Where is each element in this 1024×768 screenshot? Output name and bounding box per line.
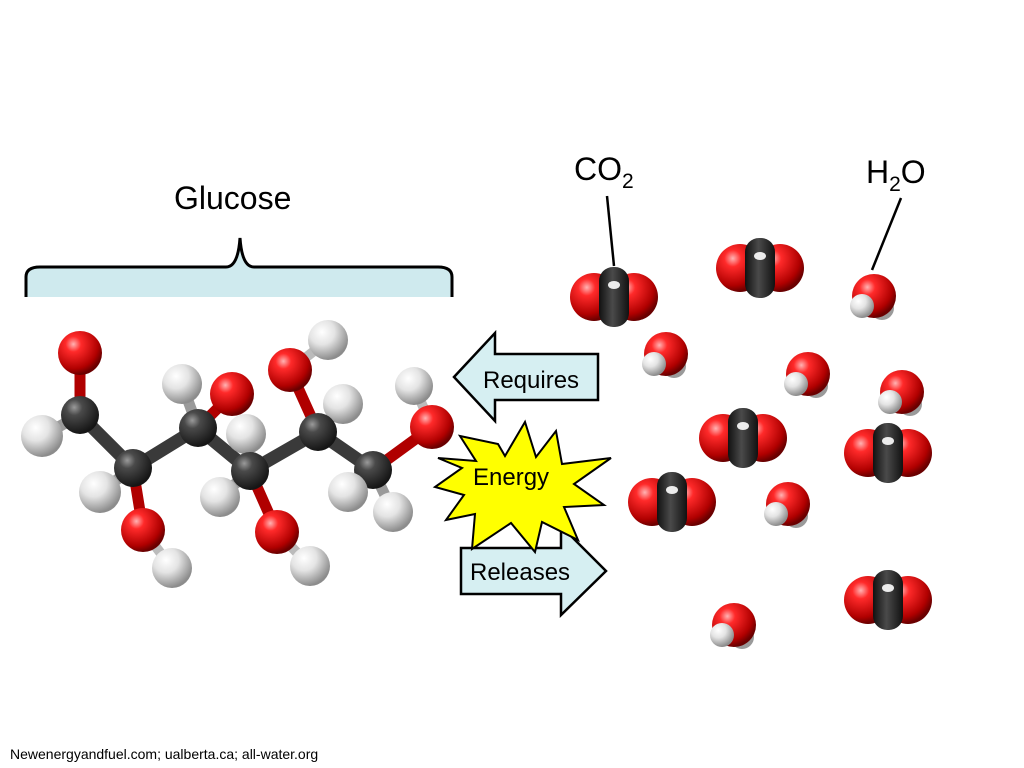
hydrogen-atom [21,415,63,457]
requires-label: Requires [483,367,580,394]
water-molecule [878,370,924,416]
oxygen-atom [255,510,299,554]
hydrogen-atom [323,384,363,424]
co2-molecule [570,267,658,327]
co2-molecule [844,423,932,483]
carbon-atom [599,267,629,327]
hydrogen-atom [710,623,734,647]
co2-molecules [570,238,932,630]
water-molecules [642,274,924,649]
carbon-atom [231,452,269,490]
oxygen-atom [410,405,454,449]
h2o-subscript: 2 [889,173,901,196]
carbon-atom [873,570,903,630]
oxygen-atom [210,372,254,416]
carbon-atom [61,396,99,434]
oxygen-atom [121,508,165,552]
highlight [882,437,894,445]
water-molecule [710,603,756,649]
hydrogen-atom [290,546,330,586]
h2o-formula-tail: O [900,154,926,190]
hydrogen-atom [226,414,266,454]
h2o-pointer-line [870,197,903,271]
releases-label: Releases [470,559,571,586]
hydrogen-atom [162,364,202,404]
hydrogen-atom [784,372,808,396]
energy-label: Energy [473,464,550,491]
hydrogen-atom [373,492,413,532]
oxygen-atom [58,331,102,375]
water-molecule [764,482,810,528]
hydrogen-atom [878,390,902,414]
carbon-atom [745,238,775,298]
hydrogen-atom [395,367,433,405]
hydrogen-atom [764,502,788,526]
highlight [608,281,620,289]
source-credit: Newenergyandfuel.com; ualberta.ca; all-w… [10,746,319,762]
releases-arrow [459,522,608,618]
hydrogen-atom [328,472,368,512]
carbon-atom [728,408,758,468]
h2o-label: H2O [866,154,926,195]
glucose-molecule [21,320,454,588]
highlight [666,486,678,494]
co2-formula-base: CO [574,151,622,187]
co2-molecule [628,472,716,532]
water-molecule [784,352,830,398]
highlight [737,422,749,430]
co2-label: CO2 [574,151,634,192]
co2-subscript: 2 [622,170,634,193]
co2-molecule [699,408,787,468]
co2-molecule [716,238,804,298]
co2-molecule [844,570,932,630]
carbon-atom [873,423,903,483]
hydrogen-atom [850,294,874,318]
hydrogen-atom [308,320,348,360]
oxygen-atom [268,348,312,392]
highlight [882,584,894,592]
carbon-atom [299,413,337,451]
highlight [754,252,766,260]
glucose-bracket [24,237,454,297]
water-molecule [850,274,896,320]
h2o-formula-base: H [866,154,890,190]
carbon-atom [114,449,152,487]
glucose-label: Glucose [174,180,292,216]
hydrogen-atom [642,352,666,376]
carbon-atom [179,409,217,447]
hydrogen-atom [152,548,192,588]
hydrogen-atom [200,477,240,517]
water-molecule [642,332,688,378]
hydrogen-atom [79,471,121,513]
requires-arrow [452,329,600,425]
energy-starburst [432,419,612,555]
carbon-atom [657,472,687,532]
co2-pointer-line [605,195,616,267]
